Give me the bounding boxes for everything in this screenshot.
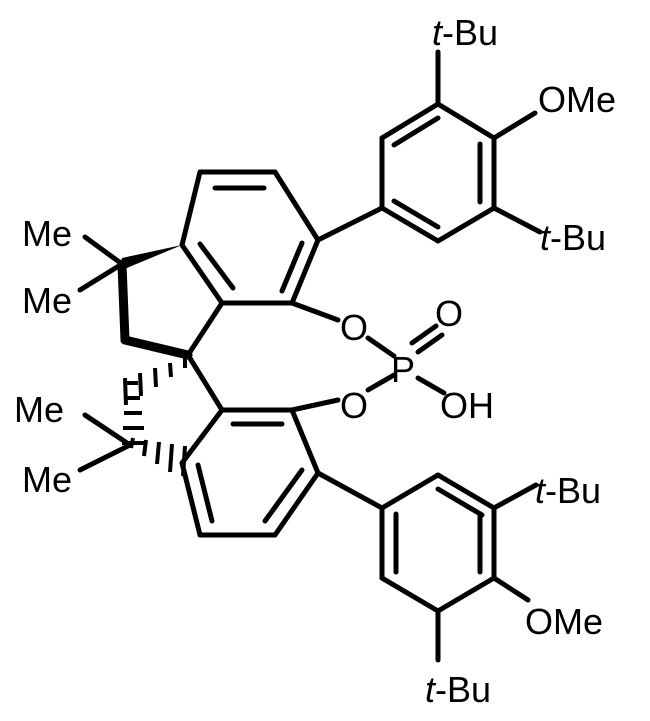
bond <box>289 237 321 306</box>
tbu-label: t-Bu <box>425 669 491 710</box>
bond <box>289 300 341 323</box>
phosphorus-label: P <box>391 349 415 390</box>
tbu-label: t-Bu <box>432 12 498 53</box>
tbu-label: t-Bu <box>540 217 606 258</box>
bond <box>379 101 441 141</box>
bond <box>491 482 539 511</box>
methoxy-label: OMe <box>538 79 616 120</box>
bond <box>391 115 441 148</box>
methyl-label: Me <box>22 213 72 254</box>
bond <box>415 375 447 396</box>
bond <box>117 259 130 345</box>
bond <box>379 472 441 511</box>
bond <box>379 205 441 244</box>
wedge-bond <box>122 245 182 270</box>
bond <box>179 242 225 306</box>
oxygen-label: O <box>340 385 368 426</box>
bond <box>179 460 203 538</box>
bond <box>491 110 538 141</box>
oxygen-label: O <box>340 307 368 348</box>
bond <box>365 372 397 393</box>
bond <box>289 397 341 413</box>
bond <box>195 462 215 524</box>
bond <box>82 412 133 448</box>
bond <box>435 205 497 244</box>
bond <box>409 323 439 346</box>
atom-labels: t-Bu OMe t-Bu Me Me O O P O OH Me Me t-B… <box>14 12 616 710</box>
oxygen-label: O <box>435 293 463 334</box>
methyl-label: Me <box>22 459 72 500</box>
bond <box>262 467 305 524</box>
bond <box>435 575 497 614</box>
hydroxyl-label: OH <box>440 385 494 426</box>
bond <box>315 470 385 511</box>
bond <box>435 486 485 518</box>
bond <box>491 205 543 235</box>
bond <box>365 335 397 359</box>
bond <box>82 234 125 267</box>
bond <box>77 442 133 473</box>
bond <box>379 575 441 614</box>
bond <box>185 300 225 358</box>
bond <box>197 241 236 291</box>
bond <box>185 352 225 413</box>
hashed-bond <box>123 358 187 406</box>
bond <box>435 101 497 141</box>
bond <box>272 169 321 243</box>
bond <box>491 575 531 603</box>
bond <box>415 332 445 355</box>
bond <box>315 205 385 243</box>
methyl-label: Me <box>22 280 72 321</box>
bond <box>435 472 497 511</box>
bond <box>179 407 225 466</box>
methyl-label: Me <box>14 389 64 430</box>
bond <box>279 240 305 294</box>
bond <box>289 407 321 476</box>
bond <box>77 261 125 293</box>
tbu-label: t-Bu <box>535 470 601 511</box>
methoxy-label: OMe <box>525 601 603 642</box>
bond <box>272 470 321 538</box>
bond <box>120 335 193 360</box>
bond <box>391 198 441 230</box>
bond <box>179 169 203 248</box>
hashed-bond <box>122 381 146 445</box>
bond-lines <box>77 49 543 663</box>
